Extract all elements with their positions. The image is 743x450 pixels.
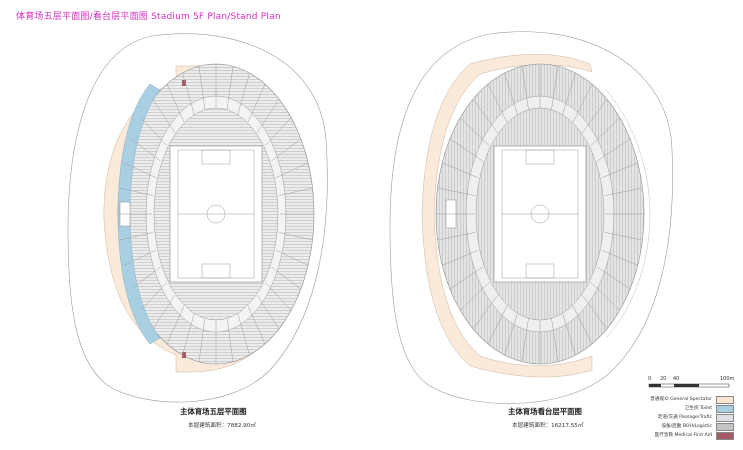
seating-divider [271,138,302,162]
toilet-strip-5f [117,83,161,345]
seating-divider [247,305,266,345]
seating-divider [597,266,631,290]
seating-divider [198,318,206,362]
legend-label: 走道/交通 PassagerTrafic [657,415,712,420]
seating-divider [437,232,476,241]
seating-divider [166,83,185,123]
seating-divider [278,232,313,241]
seating-divider [278,187,313,196]
seating-divider [601,250,638,266]
seating-divider [237,72,250,115]
legend-label: 卫生间 Toilet [684,406,712,411]
plan-5f-area: 本层建筑面积：7882.90㎡ [188,423,256,429]
plan-stand-area: 本层建筑面积：16217.55㎡ [512,423,584,429]
seating-divider [562,72,576,115]
seating-divider [551,66,559,110]
legend-label: 设备/后勤 BOH/Logistic [661,424,712,429]
legend-item: 设备/后勤 BOH/Logistic [620,422,740,431]
plan-stand-caption: 主体育场看台层平面图 [508,407,582,416]
seating-divider [237,313,250,356]
scale-tick: 20 [660,376,667,382]
seating-divider [264,117,292,147]
seating-divider [582,295,608,330]
scale-tick: 0 [648,376,652,382]
seating-divider [487,83,508,123]
seating-divider [504,313,518,356]
seating-divider [449,266,483,290]
seating-divider [601,162,638,178]
site-boundary [67,33,328,403]
seating-divider [460,117,490,147]
seating-divider [604,187,643,196]
seating-divider [271,266,302,290]
spectator-concourse-stand [421,54,593,378]
plan-5f [67,33,328,403]
page-title: 体育场五层平面图/看台层平面图 Stadium 5F Plan/Stand Pl… [16,12,281,22]
seating-divider [130,266,161,290]
legend: 普通观众 General Spectator 卫生间 Toilet 走道/交通 … [620,395,740,440]
seating-divider [152,98,176,133]
seating-divider [182,72,195,115]
legend-swatch [716,405,734,413]
seating-divider [119,232,154,241]
seating-divider [460,281,490,311]
seating-divider [226,66,234,110]
seating-divider [276,162,309,178]
seating-divider [264,281,292,311]
legend-label: 医疗急救 Medical First Aid [654,433,712,438]
seating-divider [590,117,620,147]
seating-divider [182,313,195,356]
seating-divider [119,187,154,196]
seating-divider [140,281,168,311]
seating-divider [562,313,576,356]
legend-item: 医疗急救 Medical First Aid [620,431,740,440]
seating-divider [166,305,185,345]
seating-divider [226,318,234,362]
seating-divider [276,250,309,266]
legend-swatch [716,423,734,431]
seating-divider [140,117,168,147]
legend-swatch [716,396,734,404]
seating-divider [604,232,643,241]
seating-divider [130,138,161,162]
seating-divider [597,138,631,162]
legend-item: 走道/交通 PassagerTrafic [620,413,740,422]
seating-divider [123,250,156,266]
seating-divider [582,98,608,133]
seating-divider [472,98,498,133]
seating-divider [551,318,559,362]
legend-swatch [716,432,734,440]
seating-divider [504,72,518,115]
legend-swatch [716,414,734,422]
legend-item: 普通观众 General Spectator [620,395,740,404]
legend-label: 普通观众 General Spectator [650,397,712,402]
seating-divider [256,98,280,133]
seating-divider [572,83,593,123]
site-boundary [389,31,673,404]
seating-divider [487,305,508,345]
seating-divider [247,83,266,123]
scale-tick: 40 [673,376,680,382]
seating-divider [442,162,479,178]
scale-tick: 100m [720,376,735,382]
seating-divider [472,295,498,330]
seating-divider [442,250,479,266]
seating-divider [256,295,280,330]
plan-5f-caption: 主体育场五层平面图 [180,407,247,416]
legend-item: 卫生间 Toilet [620,404,740,413]
seating-divider [449,138,483,162]
seating-divider [437,187,476,196]
seating-divider [521,318,529,362]
seating-divider [123,162,156,178]
seating-divider [572,305,593,345]
seating-divider [198,66,206,110]
plan-stand [389,31,673,404]
seating-divider [590,281,620,311]
seating-divider [521,66,529,110]
scale-bar: 0 20 40 100m [648,376,738,394]
seating-divider [152,295,176,330]
